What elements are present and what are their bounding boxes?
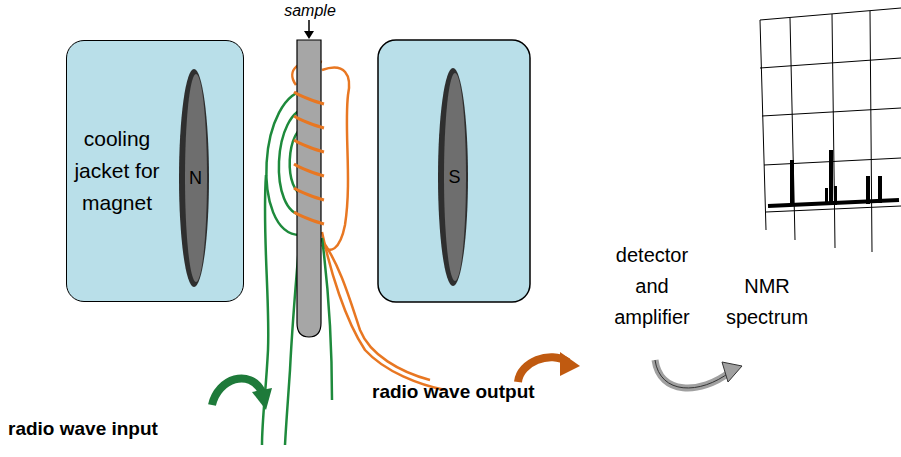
pole-letter: N [189, 168, 202, 189]
magnet-pole: S [437, 67, 469, 287]
signal-arrow-edge [655, 360, 730, 388]
output-arrowhead [560, 352, 580, 376]
signal-arrowhead [722, 362, 742, 382]
pole-letter: S [448, 167, 460, 188]
coil-windings [294, 92, 324, 224]
sample-label: sample [270, 2, 350, 20]
magnet-pole: N [178, 68, 210, 288]
cooling-jacket: cooling jacket for magnet N [66, 40, 244, 302]
jacket-label: cooling jacket for magnet [71, 123, 163, 219]
detector-label: detector and amplifier [598, 240, 706, 333]
input-arrowhead [252, 388, 272, 410]
sample-arrowhead [304, 31, 314, 39]
input-label: radio wave input [8, 418, 238, 440]
output-label: radio wave output [372, 381, 582, 403]
sample-tube [297, 40, 321, 337]
spectrum-label: NMR spectrum [712, 271, 822, 333]
spectrum-grid [760, 8, 901, 252]
cooling-jacket [378, 40, 530, 302]
spectrum-peaks [790, 150, 882, 206]
signal-arrow [655, 360, 730, 388]
